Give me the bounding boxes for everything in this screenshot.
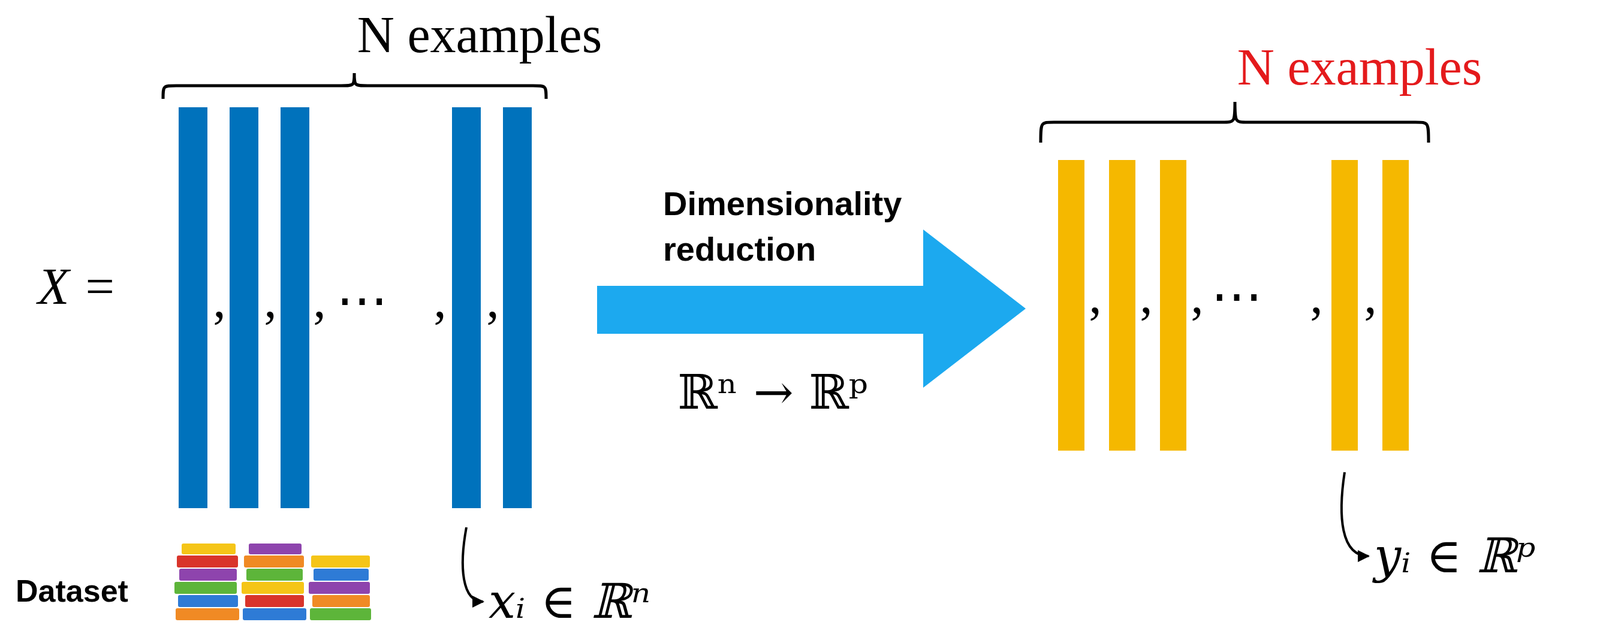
count-label: N examples — [1237, 38, 1482, 96]
process-label: Dimensionality reduction — [663, 181, 975, 272]
reduced-column — [1382, 160, 1409, 451]
data-column — [229, 107, 259, 509]
separator: , — [212, 271, 227, 329]
separator: , — [1309, 267, 1324, 325]
mapping-label: ℝⁿ → ℝᵖ — [677, 366, 868, 420]
separator: , — [1190, 267, 1204, 325]
leader-arrow — [462, 527, 484, 602]
vector-label: yᵢ ∈ ℝᵖ — [1373, 529, 1536, 583]
separator: , — [486, 271, 500, 329]
matrix-label: X = — [37, 258, 117, 316]
brace — [1040, 101, 1429, 143]
reduced-column — [1109, 160, 1136, 451]
data-column — [452, 107, 481, 509]
data-column — [178, 107, 208, 509]
reduced-column — [1159, 160, 1187, 451]
ellipsis: ⋯ — [336, 271, 388, 329]
separator: , — [1139, 267, 1153, 325]
count-label: N examples — [357, 6, 602, 64]
reduced-column — [1058, 160, 1085, 451]
ellipsis: ⋯ — [1210, 267, 1263, 325]
separator: , — [1088, 267, 1102, 325]
separator: , — [312, 271, 327, 329]
reduced-column — [1331, 160, 1358, 451]
separator: , — [263, 271, 277, 329]
separator: , — [1363, 267, 1377, 325]
separator: , — [433, 271, 447, 329]
data-column — [280, 107, 310, 509]
dataset-label: Dataset — [15, 574, 129, 609]
brace — [163, 73, 547, 99]
vector-label: xᵢ ∈ ℝⁿ — [488, 575, 651, 629]
books-icon — [173, 543, 372, 622]
data-column — [502, 107, 532, 509]
leader-arrow — [1341, 472, 1369, 557]
